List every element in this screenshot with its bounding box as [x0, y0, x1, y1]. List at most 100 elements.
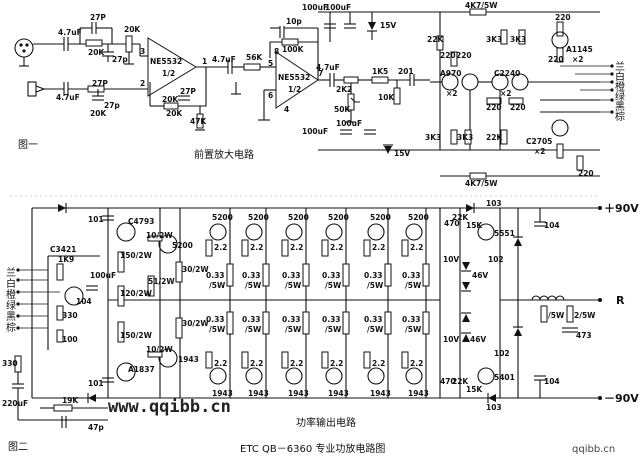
part-label: 150/2W	[120, 331, 153, 340]
wire-color-label: 黑	[6, 311, 16, 323]
part-label: 5401	[494, 373, 515, 382]
part-label: /5W	[548, 311, 565, 320]
wire-color-label: 黑	[615, 101, 625, 113]
cap-label: 10p	[286, 17, 302, 26]
part-label: 5200	[172, 241, 193, 250]
preamp-labels: 图一 前置放大电路 NE5532 1/2 NE5532 1/2 3 2 1 5 …	[18, 1, 625, 188]
part-label: 10V	[443, 335, 459, 344]
wire-color-label: 白	[6, 277, 16, 290]
base-res-label: 2.2	[250, 359, 263, 368]
driver-1943	[158, 348, 178, 368]
emit-res-label: /5W	[325, 325, 342, 334]
res-label: 20K	[124, 25, 141, 34]
wire-color-label: 兰	[615, 60, 625, 73]
power-title: 功率输出电路	[296, 416, 356, 429]
fig2-label: 图二	[8, 441, 28, 453]
emit-res-label: /5W	[325, 281, 342, 290]
base-res-label: 2.2	[372, 243, 385, 252]
base-res-label: 2.2	[290, 359, 303, 368]
part-label: 100uF	[90, 271, 116, 280]
part-label: 1K9	[58, 255, 74, 264]
part-label: 150/2W	[120, 251, 153, 260]
base-resistor	[241, 351, 249, 369]
transistor-label: ×2	[572, 55, 584, 64]
npn-output-transistor	[367, 223, 385, 241]
xlr-input-connector	[14, 38, 34, 58]
cap-label: 100uF	[325, 3, 351, 12]
part-label: C3421	[50, 245, 76, 254]
cap-label: 4.7uF	[316, 63, 340, 72]
part-label: 22K	[452, 213, 469, 222]
part-label: 15K	[466, 385, 483, 394]
res-label: 220	[486, 103, 502, 112]
base-resistor	[241, 239, 249, 257]
res-label: 3K3	[486, 35, 502, 44]
positive-rail-label: ＋90V	[604, 202, 639, 215]
res-label: 220	[440, 51, 456, 60]
part-label: C4793	[128, 217, 154, 226]
base-resistor	[321, 351, 329, 369]
cap-label: 27p	[112, 55, 128, 64]
base-res-label: 2.2	[290, 243, 303, 252]
emit-res-label: /5W	[285, 281, 302, 290]
emit-res-label: /5W	[245, 325, 262, 334]
base-res-label: 2.2	[214, 359, 227, 368]
part-label: 473	[576, 331, 592, 340]
emitter-resistor	[262, 311, 270, 335]
transistor-c2705	[551, 119, 569, 137]
cap-label: 4.7uF	[58, 28, 82, 37]
part-label: 51/2W	[148, 277, 175, 286]
emit-res-label: 0.33	[322, 315, 341, 324]
emitter-resistor	[226, 263, 234, 287]
main-title: ETC QB－6360 专业功放电路图	[240, 442, 385, 455]
cap-label: 27P	[90, 13, 106, 22]
watermark-corner: qqibb.cn	[572, 444, 615, 455]
opamp2-label-a: NE5532	[278, 73, 310, 82]
emit-res-label: /5W	[367, 325, 384, 334]
output-label: R	[616, 294, 625, 307]
transistor-c4793	[116, 222, 136, 242]
base-resistor	[281, 351, 289, 369]
cap-label: 4.7uF	[212, 55, 236, 64]
cap-label: 4.7uF	[56, 93, 80, 102]
wire-color-label: 绿	[615, 90, 625, 103]
pnp-part-label: 1943	[288, 389, 309, 398]
pnp-output-transistor	[209, 367, 227, 385]
emit-res-label: 0.33	[282, 315, 301, 324]
cap-label: 27P	[180, 87, 196, 96]
opamp2-triangle	[275, 51, 319, 109]
emitter-resistor	[302, 263, 310, 287]
res-label: 47K	[190, 117, 207, 126]
res-label: 3K3	[510, 35, 526, 44]
base-res-label: 2.2	[250, 243, 263, 252]
emitter-resistor	[422, 311, 430, 335]
base-resistor	[321, 239, 329, 257]
res-label: 220	[456, 51, 472, 60]
emitter-resistor	[226, 311, 234, 335]
emit-res-label: 0.33	[402, 315, 421, 324]
emit-res-label: 0.33	[242, 271, 261, 280]
part-label: 102	[488, 255, 504, 264]
transistor-label: A1145	[566, 45, 593, 54]
emit-res-label: 0.33	[364, 271, 383, 280]
part-label: 330	[2, 359, 18, 368]
emit-res-label: 0.33	[206, 271, 225, 280]
pin-label: 3	[140, 47, 145, 56]
base-resistor	[363, 351, 371, 369]
res-label: 20K	[90, 109, 107, 118]
part-label: 30/2W	[182, 319, 209, 328]
pin-label: 7	[318, 69, 323, 78]
part-label: 104	[544, 221, 560, 230]
pnp-output-transistor	[245, 367, 263, 385]
pin-label: 4	[284, 105, 289, 114]
res-label: 1K5	[372, 67, 388, 76]
part-label: 46V	[470, 335, 486, 344]
base-resistor	[401, 239, 409, 257]
part-label: A1837	[128, 365, 155, 374]
part-label: 470	[444, 219, 460, 228]
res-label: 56K	[246, 53, 263, 62]
base-resistor	[281, 239, 289, 257]
transistor-5401	[477, 367, 495, 385]
part-label: 15K	[466, 221, 483, 230]
npn-part-label: 5200	[328, 213, 349, 222]
